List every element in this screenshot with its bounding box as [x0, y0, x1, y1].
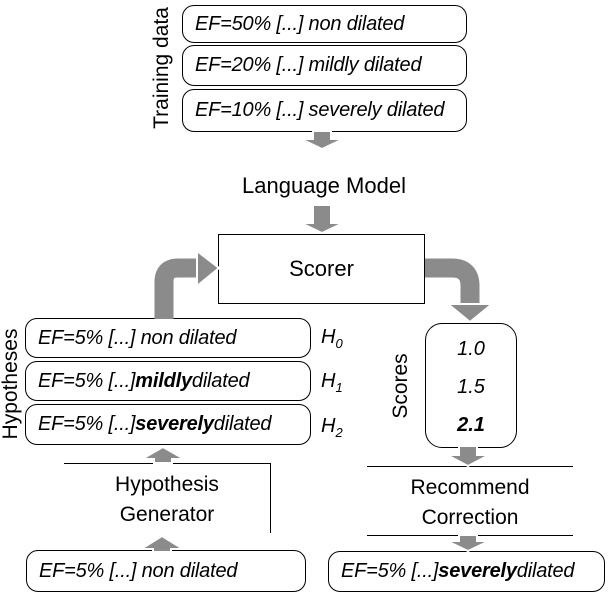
scorer-label: Scorer [289, 256, 354, 281]
recommend-correction-box: Recommend Correction [367, 466, 573, 536]
score-2: 2.1 [457, 414, 485, 436]
hypothesis-2-tag: H2 [321, 415, 343, 440]
hypothesis-1-tag-sub: 1 [335, 380, 343, 395]
hypothesis-generator-line1: Hypothesis [115, 473, 219, 496]
arrow-down-training-icon [300, 130, 344, 151]
arrow-elbow-scores-underlay [427, 256, 482, 303]
hypotheses-label: Hypotheses [0, 328, 22, 440]
training-example-1: EF=50% [...] non dilated [182, 5, 467, 43]
hypothesis-1-pre: EF=5% [...] [38, 369, 136, 392]
hypothesis-0-tag-sub: 0 [335, 336, 343, 351]
training-example-3-text: EF=10% [...] severely dilated [195, 99, 445, 121]
hypothesis-0-tag: H0 [321, 326, 343, 351]
score-1: 1.5 [457, 376, 485, 398]
score-0: 1.0 [457, 338, 485, 360]
hypothesis-1-box: EF=5% [...] mildly dilated [25, 361, 311, 401]
arrow-down-correction-icon [446, 534, 490, 553]
language-model-label: Language Model [242, 173, 406, 198]
hypothesis-2-post: dilated [213, 413, 272, 435]
scorer-box: Scorer [218, 234, 425, 304]
training-example-2-text: EF=20% [...] mildly dilated [195, 54, 422, 76]
arrow-up-generator-icon [138, 445, 188, 464]
hypothesis-1-tag-letter: H [321, 370, 336, 392]
recommend-correction-line2: Correction [421, 506, 519, 529]
training-example-2: EF=20% [...] mildly dilated [182, 45, 467, 86]
hypothesis-1-post: dilated [191, 369, 250, 392]
arrow-down-lm-to-scorer-icon [300, 204, 344, 235]
arrow-down-scores-icon [446, 445, 490, 468]
input-report-text: EF=5% [...] non dilated [39, 559, 238, 582]
hypothesis-2-tag-sub: 2 [335, 425, 343, 440]
hypothesis-2-pre: EF=5% [...] [38, 413, 136, 435]
arrow-elbow-scores-head-icon [445, 303, 495, 324]
training-example-1-text: EF=50% [...] non dilated [195, 12, 405, 35]
hypothesis-2-bold: severely [135, 413, 214, 435]
corrected-report-bold: severely [438, 560, 517, 582]
hypothesis-1-tag: H1 [321, 370, 343, 395]
hypothesis-1-bold: mildly [135, 369, 192, 392]
hypothesis-2-tag-letter: H [321, 415, 336, 437]
arrow-elbow-hypotheses-head-icon [196, 248, 221, 289]
hypothesis-2-box: EF=5% [...] severely dilated [25, 404, 311, 445]
corrected-report-pre: EF=5% [...] [341, 560, 439, 582]
recommend-correction-line1: Recommend [410, 476, 530, 499]
hypothesis-0-tag-letter: H [321, 326, 336, 348]
input-report-box: EF=5% [...] non dilated [26, 550, 306, 592]
hypothesis-generator-box: Hypothesis Generator [64, 463, 271, 533]
corrected-report-post: dilated [516, 560, 575, 582]
hypothesis-0-box: EF=5% [...] non dilated [25, 318, 311, 358]
arrow-elbow-hypotheses-underlay [152, 256, 194, 316]
hypothesis-generator-line2: Generator [119, 503, 215, 526]
hypothesis-0-pre: EF=5% [...] non dilated [38, 326, 237, 349]
arrow-elbow-hypotheses-icon [154, 258, 196, 319]
arrow-elbow-scores-icon [425, 258, 480, 305]
training-example-3: EF=10% [...] severely dilated [182, 89, 467, 132]
training-data-label: Training data [150, 7, 173, 129]
scores-label: Scores [389, 353, 412, 419]
scores-box: 1.0 1.5 2.1 [425, 323, 517, 448]
corrected-report-box: EF=5% [...] severely dilated [328, 551, 605, 592]
